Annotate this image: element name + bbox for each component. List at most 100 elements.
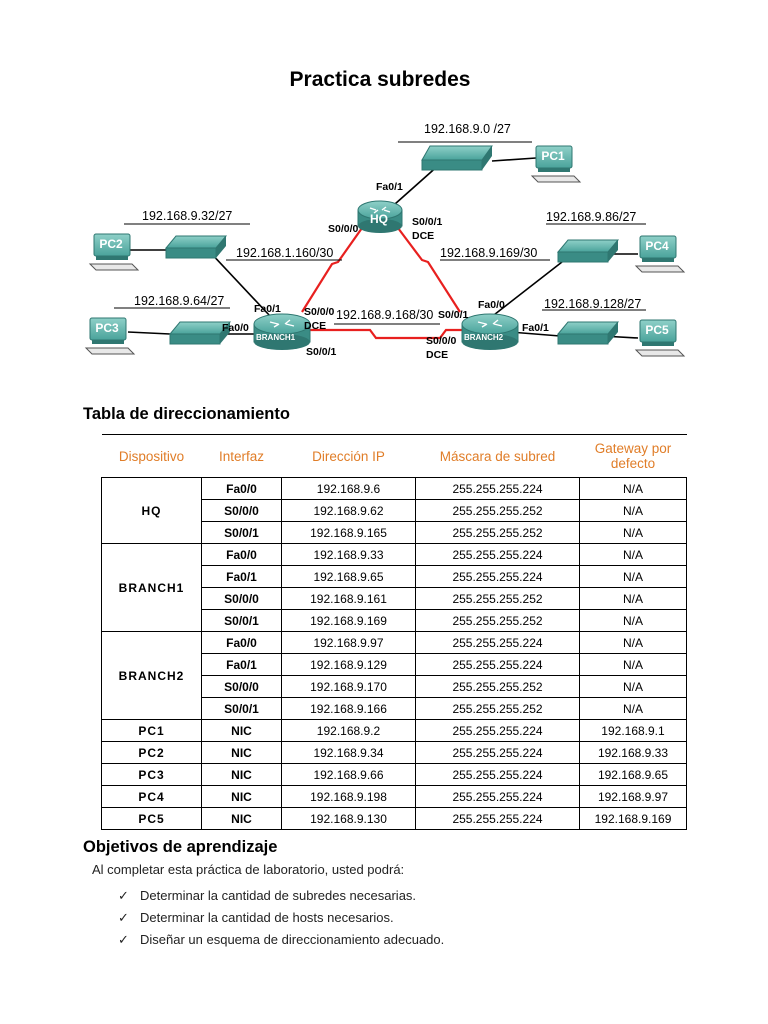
- page-title: Practica subredes: [289, 68, 471, 91]
- router-label-branch2: BRANCH2: [464, 333, 504, 342]
- column-header: Interfaz: [201, 434, 282, 478]
- ip-address-cell: 192.168.9.130: [281, 807, 416, 830]
- checkmark-icon: ✓: [118, 888, 129, 903]
- gateway-cell: 192.168.9.33: [579, 741, 687, 764]
- subnet-mask-cell: 255.255.255.252: [415, 521, 580, 544]
- network-topology-diagram: HQ BRANCH1 BRANCH2 PC1 PC2 PC3 PC4 PC5 1…: [80, 112, 700, 380]
- router-icon: [357, 200, 403, 233]
- ip-address-cell: 192.168.9.165: [281, 521, 416, 544]
- port-label-branch2-fa01: Fa0/1: [522, 322, 549, 334]
- pc-icon: [634, 235, 686, 273]
- router-icon: [253, 313, 311, 350]
- subnet-mask-cell: 255.255.255.224: [415, 763, 580, 786]
- pc-icon: [530, 145, 582, 183]
- subnet-mask-cell: 255.255.255.224: [415, 785, 580, 808]
- gateway-cell: N/A: [579, 675, 687, 698]
- list-item: ✓ Determinar la cantidad de hosts necesar…: [118, 910, 444, 932]
- switch-icon: [421, 145, 493, 171]
- interface-cell: Fa0/0: [201, 543, 282, 566]
- port-label-branch1-s001: S0/0/1: [306, 346, 337, 358]
- checkmark-icon: ✓: [118, 910, 129, 925]
- port-label-branch2-fa00: Fa0/0: [478, 299, 505, 311]
- port-label-hq-fa01: Fa0/1: [376, 181, 403, 193]
- ip-address-cell: 192.168.9.169: [281, 609, 416, 632]
- serial-links: [301, 227, 462, 340]
- ip-address-cell: 192.168.9.166: [281, 697, 416, 720]
- interface-cell: NIC: [201, 741, 282, 764]
- gateway-cell: N/A: [579, 499, 687, 522]
- gateway-cell: N/A: [579, 587, 687, 610]
- objectives-list: ✓Determinar la cantidad de subredes nece…: [118, 888, 444, 954]
- label-leader-lines: [114, 141, 646, 325]
- serial-branch1-branch2: [310, 328, 462, 340]
- interface-cell: S0/0/0: [201, 499, 282, 522]
- addressing-table-heading: Tabla de direccionamiento: [83, 405, 290, 423]
- list-item: ✓Diseñar un esquema de direccionamiento …: [118, 932, 444, 954]
- device-cell: PC3: [101, 763, 202, 786]
- column-header: Gateway por defecto: [579, 434, 687, 478]
- gateway-cell: 192.168.9.1: [579, 719, 687, 742]
- gateway-cell: N/A: [579, 521, 687, 544]
- device-cell: HQ: [101, 477, 202, 544]
- interface-cell: NIC: [201, 785, 282, 808]
- port-label-hq-dce: DCE: [412, 230, 435, 242]
- gateway-cell: N/A: [579, 631, 687, 654]
- link-switch-branch2: [489, 261, 563, 319]
- subnet-mask-cell: 255.255.255.224: [415, 807, 580, 830]
- ip-address-cell: 192.168.9.33: [281, 543, 416, 566]
- port-label-branch1-dce: DCE: [304, 320, 327, 332]
- gateway-cell: N/A: [579, 543, 687, 566]
- network-label-hq-lan: 192.168.9.0 /27: [424, 122, 511, 136]
- table-header-row: Dispositivo Interfaz Dirección IP Máscar…: [101, 434, 687, 478]
- pc-label-pc2: PC2: [99, 237, 123, 251]
- ip-address-cell: 192.168.9.161: [281, 587, 416, 610]
- pc-icon: [634, 319, 686, 357]
- subnet-mask-cell: 255.255.255.224: [415, 741, 580, 764]
- interface-cell: S0/0/1: [201, 521, 282, 544]
- device-cell: PC5: [101, 807, 202, 830]
- network-label-wan-hq-branch2: 192.168.9.169/30: [440, 246, 538, 260]
- port-label-branch2-s001: S0/0/1: [438, 309, 469, 321]
- link-switch-hq: [394, 163, 441, 205]
- interface-cell: Fa0/0: [201, 477, 282, 500]
- serial-hq-branch2: [397, 227, 461, 313]
- router-label-branch1: BRANCH1: [256, 333, 296, 342]
- column-header: Dirección IP: [281, 434, 416, 478]
- router-icon: [461, 313, 519, 350]
- checkmark-icon: ✓: [118, 932, 129, 947]
- link-switch-branch1: [207, 249, 271, 317]
- ip-address-cell: 192.168.9.66: [281, 763, 416, 786]
- subnet-mask-cell: 255.255.255.224: [415, 543, 580, 566]
- subnet-mask-cell: 255.255.255.252: [415, 587, 580, 610]
- list-item: ✓Determinar la cantidad de subredes nece…: [118, 888, 444, 910]
- device-cell: BRANCH2: [101, 631, 202, 720]
- router-label-hq: HQ: [370, 212, 388, 226]
- ip-address-cell: 192.168.9.62: [281, 499, 416, 522]
- switch-icon: [164, 235, 228, 259]
- interface-cell: Fa0/1: [201, 565, 282, 588]
- subnet-mask-cell: 255.255.255.224: [415, 631, 580, 654]
- device-cell: PC1: [101, 719, 202, 742]
- network-label-branch2-lan2: 192.168.9.128/27: [544, 297, 642, 311]
- interface-cell: S0/0/1: [201, 697, 282, 720]
- link-pc1-switch: [491, 157, 537, 162]
- network-label-wan-hq-branch1: 192.168.1.160/30: [236, 246, 334, 260]
- subnet-mask-cell: 255.255.255.252: [415, 675, 580, 698]
- port-label-branch1-s000: S0/0/0: [304, 306, 335, 318]
- objective-text: Determinar la cantidad de hosts necesari…: [140, 910, 394, 925]
- column-header: Máscara de subred: [415, 434, 580, 478]
- device-cell: PC2: [101, 741, 202, 764]
- ip-address-cell: 192.168.9.170: [281, 675, 416, 698]
- interface-cell: S0/0/1: [201, 609, 282, 632]
- port-label-branch1-fa00: Fa0/0: [222, 322, 249, 334]
- subnet-mask-cell: 255.255.255.224: [415, 719, 580, 742]
- device-cell: BRANCH1: [101, 543, 202, 632]
- port-label-branch2-s000: S0/0/0: [426, 335, 457, 347]
